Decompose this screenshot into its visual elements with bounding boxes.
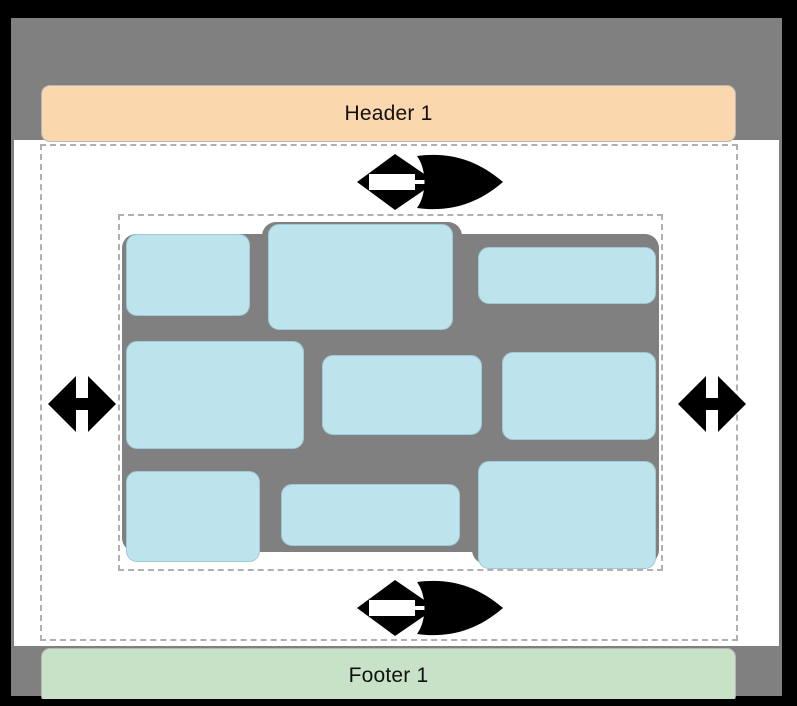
footer-block[interactable]: Footer 1 [41, 648, 736, 704]
frame-edge-top [0, 0, 797, 16]
header-block[interactable]: Header 1 [41, 85, 736, 142]
card-7[interactable] [126, 471, 260, 562]
card-3[interactable] [478, 247, 656, 304]
card-1[interactable] [126, 234, 250, 316]
inner-dashed-container [118, 214, 663, 571]
card-6[interactable] [502, 352, 656, 440]
frame-edge-bottom [0, 699, 797, 706]
frame-edge-left [0, 0, 11, 706]
resize-arrow-vertical-top[interactable] [355, 152, 520, 212]
card-5[interactable] [322, 355, 482, 435]
card-8[interactable] [281, 484, 460, 546]
frame-edge-right [784, 0, 797, 706]
card-2[interactable] [268, 224, 453, 330]
card-9[interactable] [478, 461, 656, 569]
resize-arrow-vertical-bottom[interactable] [355, 578, 520, 638]
header-label: Header 1 [344, 101, 433, 125]
resize-arrow-horizontal-left[interactable] [46, 368, 118, 440]
torn-top-edge [10, 14, 782, 50]
footer-label: Footer 1 [348, 664, 429, 687]
card-4[interactable] [126, 341, 304, 449]
outer-dashed-container [40, 144, 738, 641]
resize-arrow-horizontal-right[interactable] [676, 368, 748, 440]
